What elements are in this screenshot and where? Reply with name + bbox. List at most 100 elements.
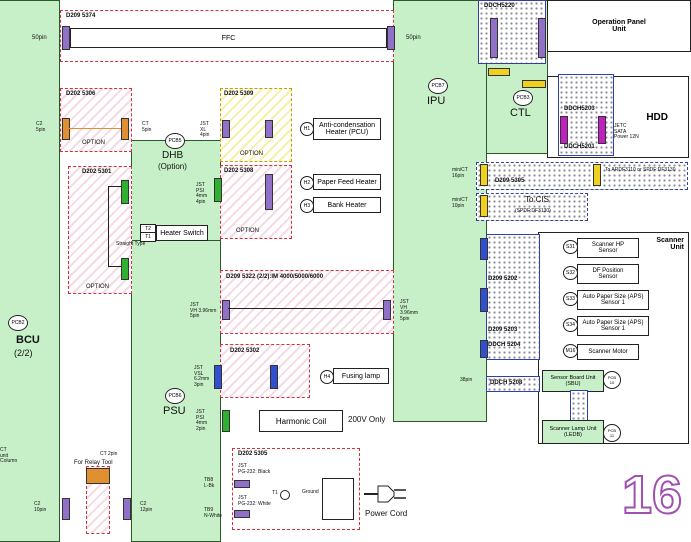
straight-type-label: Straight Type: [116, 241, 146, 247]
s33-circle: S33: [563, 292, 578, 306]
h4-circle: H4: [320, 370, 334, 384]
connector-tb9: [234, 510, 250, 518]
sbu-board: Sensor Board Unit (SBU): [542, 370, 604, 392]
ct-2pin-label: CT 2pin: [100, 451, 118, 457]
h4-component: Fusing lamp: [333, 368, 389, 384]
connector-ctl-yellow-a: [488, 68, 510, 76]
harness-d202-5305-label: D202 5305: [238, 451, 268, 457]
harness-ddch-5203-label: DDCH5203: [564, 106, 595, 112]
spdf-df-label: (SPDF:DF3130): [515, 208, 551, 214]
connector-5306-left: [62, 118, 70, 140]
s33-sensor: Auto Paper Size (APS) Sensor 1: [577, 290, 649, 310]
harness-d202-5306-label: D202 5306: [66, 91, 96, 97]
to-cis-label: To CIS: [525, 195, 550, 204]
connector-5308-left: [214, 178, 222, 202]
ground-label: Ground: [302, 489, 319, 495]
bcu-label: BCU: [16, 334, 40, 346]
connector-hdd-a: [560, 116, 568, 144]
jst-vh-396-label: JST VH 3.96mm 5pin: [190, 302, 217, 319]
tb8-label: TB8 L-Bk: [204, 477, 215, 489]
harness-ddch-5208-label: DDCH 5208: [490, 380, 523, 386]
ct-5pin-label: CT 5pin: [142, 121, 152, 133]
harness-d202-5309-label: D202 5309: [224, 91, 254, 97]
minict-16pin-label: miniCT 16pin: [452, 167, 468, 179]
connector-arfd-left: [480, 164, 488, 186]
operation-panel-unit: Operation Panel Unit: [547, 0, 691, 52]
harness-d202-5302: [220, 344, 310, 398]
power-inlet-icon: [322, 478, 354, 520]
pin50-left: 50pin: [32, 35, 47, 41]
h2-component: Paper Feed Heater: [313, 174, 381, 190]
s34-circle: S34: [563, 318, 578, 332]
connector-5220-b: [538, 18, 546, 58]
pg232-white-label: JST PG-232: White: [238, 495, 271, 507]
connector-tb8: [234, 480, 250, 488]
harmonic-coil: Harmonic Coil: [259, 410, 343, 432]
s34-sensor: Auto Paper Size (APS) Sensor 1: [577, 316, 649, 336]
option-label-4: OPTION: [236, 228, 260, 234]
connector-cis: [480, 195, 488, 217]
dhb-pcb-circle: PCB5: [165, 133, 185, 149]
unit-column-label: CT unit Column: [0, 447, 18, 464]
h3-component: Bank Heater: [313, 197, 381, 213]
jst-ps-4mm-label: JST PSI 4mm 4pin: [196, 182, 208, 205]
h1-circle: H1: [300, 122, 314, 136]
jst-vsl-label: JST VSL 6.2mm 3pin: [194, 365, 210, 388]
harness-d202-5306: [60, 88, 132, 152]
harness-ddch-5220-label: DDCH5220: [484, 3, 515, 9]
wire-5306: [68, 128, 121, 129]
ledb-pcb-circle: PCB 11: [603, 424, 621, 442]
ledb-board: Scanner Lamp Unit (LEDB): [542, 420, 604, 444]
connector-5309-right: [265, 120, 273, 138]
wire-5301-a: [108, 186, 121, 187]
connector-ffc-right: [387, 26, 395, 50]
minict-10pin-label: miniCT 10pin: [452, 197, 468, 209]
connector-5322-right: [383, 300, 391, 320]
connector-relay: [86, 468, 110, 484]
connector-scan-b: [480, 288, 488, 312]
connector-5308-right: [265, 174, 273, 210]
pin50-right: 50pin: [406, 35, 421, 41]
connector-5309-left: [222, 120, 230, 138]
ffc-cable: FFC: [70, 28, 387, 48]
harness-d209-5305: [476, 162, 688, 190]
connector-5306-right: [121, 118, 129, 140]
connector-scan-c: [480, 340, 488, 358]
h1-component: Anti-condensation Heater (PCU): [313, 118, 381, 140]
h3-circle: H3: [300, 199, 314, 213]
connector-5302-left: [214, 365, 222, 389]
ctl-label: CTL: [510, 107, 531, 119]
harness-d209-5322: [220, 270, 394, 334]
harness-d209-5374-label: D209 5374: [66, 13, 96, 19]
harness-d202-5308: [220, 165, 292, 239]
connector-5220-a: [490, 18, 498, 58]
t1-terminal: T1: [140, 232, 156, 242]
h2-circle: H2: [300, 176, 314, 190]
harness-ddch-5203: [558, 74, 614, 156]
connector-relay-left: [62, 498, 70, 520]
voltage-200-label: 200V Only: [348, 415, 386, 424]
sbu-pcb-circle: PCB 10: [603, 371, 621, 389]
harness-to-cis: [476, 193, 588, 221]
harness-ddch-5204-label: DDCH 5204: [488, 342, 521, 348]
s31-circle: S31: [563, 240, 578, 254]
connector-5322-left: [222, 300, 230, 320]
connector-scan-a: [480, 238, 488, 260]
m16-circle: M16: [563, 344, 578, 358]
harness-ddch-5201-label: DDCH5201: [564, 144, 595, 150]
bcu-sub: (2/2): [14, 348, 33, 358]
connector-5301-bottom: [121, 258, 129, 280]
c2-12pin-label: C2 12pin: [140, 501, 153, 513]
connector-arfd-right: [593, 164, 601, 186]
power-plug-icon: [364, 484, 414, 509]
pg232-black-label: JST PG-232: Black: [238, 463, 271, 475]
harness-ddch-5220: [478, 0, 546, 64]
heater-switch: Heater Switch: [156, 225, 208, 241]
ipu-label: IPU: [427, 95, 446, 107]
s32-sensor: DF Position Sensor: [577, 264, 639, 284]
ipu-pcb-circle: PCB7: [428, 78, 448, 94]
ground-terminal-icon: [280, 490, 290, 500]
harness-d209-5305-label: D209 5305: [495, 178, 525, 184]
jst-xl-label: JST XL 4pin: [200, 121, 210, 138]
harness-d202-5301-label: D202 5301: [82, 169, 112, 175]
